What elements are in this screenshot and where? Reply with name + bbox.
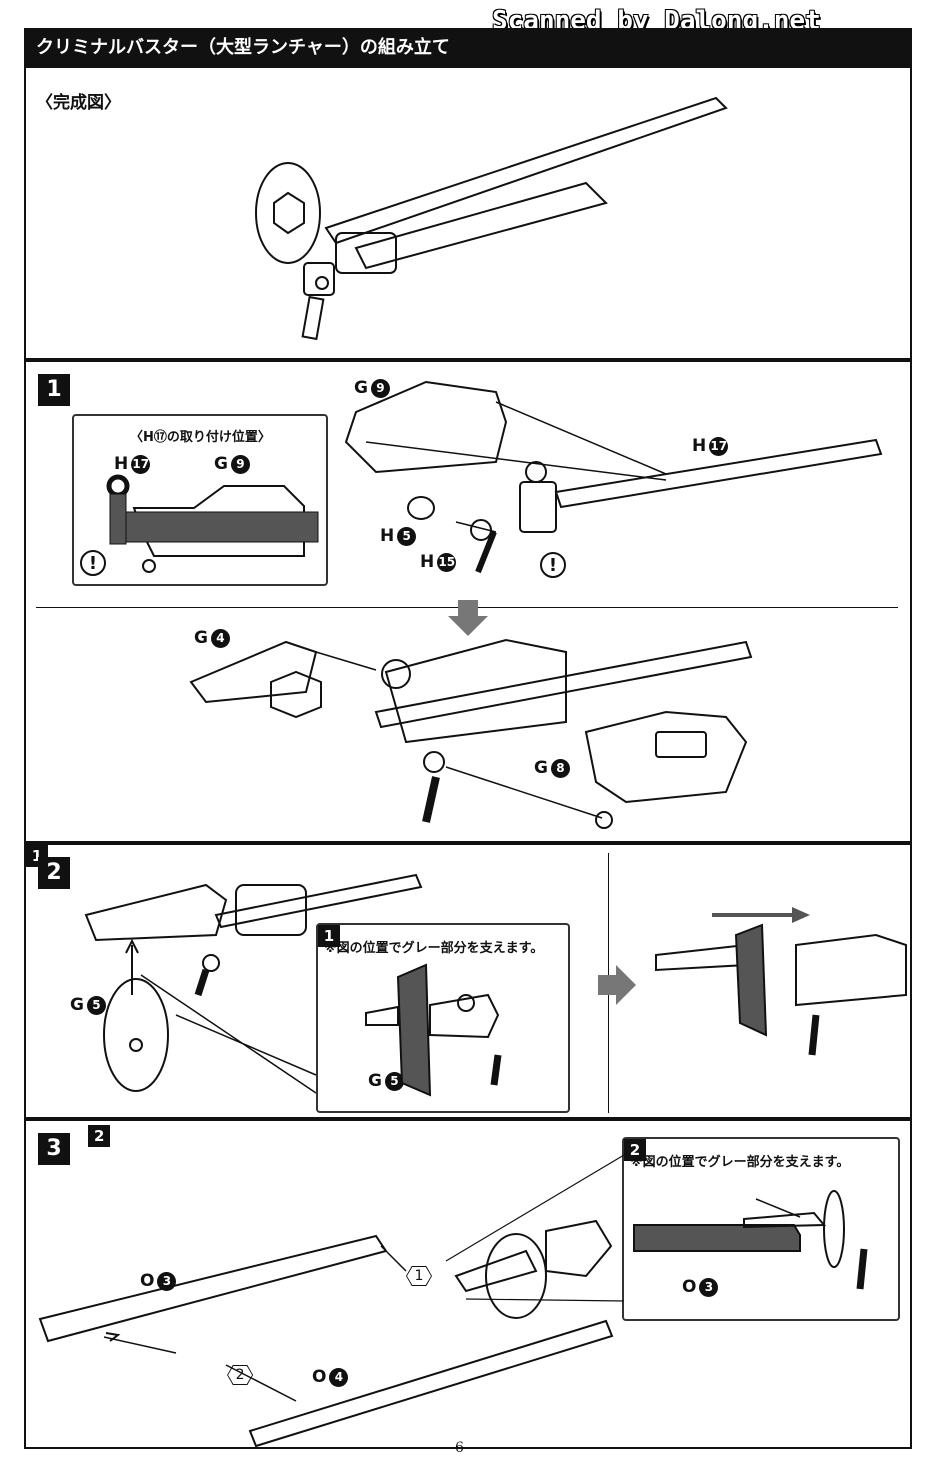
- support-rail-illustration: [633, 1190, 868, 1290]
- inset-frame-illustration: [106, 474, 319, 573]
- completed-label: 〈完成図〉: [36, 93, 121, 113]
- step-ref-badge-2: 2: [624, 1139, 646, 1161]
- warning-icon: !: [80, 550, 106, 576]
- callout-lines: [445, 1154, 625, 1302]
- support-note: ※図の位置でグレー部分を支えます。: [630, 1155, 850, 1170]
- step3-main-illustration: [38, 1219, 614, 1448]
- completed-panel: 〈完成図〉: [24, 68, 912, 360]
- step-ref-badge-2: 2: [88, 1125, 111, 1147]
- step-number-2: 2: [38, 857, 70, 889]
- step1-lower-illustration: [189, 638, 753, 829]
- slide-direction-arrow-icon: [712, 907, 810, 923]
- step-ref-badge-1: 1: [318, 925, 340, 947]
- down-arrow-icon: [448, 600, 488, 636]
- step-number-1: 1: [38, 374, 70, 406]
- page-title: クリミナルバスター（大型ランチャー）の組み立て: [24, 28, 912, 68]
- inset-title: 〈H⑰の取り付け位置〉: [130, 430, 271, 445]
- right-arrow-icon: [598, 965, 636, 1005]
- warning-icon: !: [540, 552, 566, 578]
- support-grip-illustration: [365, 963, 502, 1097]
- step-number-3: 3: [38, 1133, 70, 1165]
- completed-launcher-illustration: [255, 96, 728, 341]
- step2-main-illustration: [84, 873, 423, 1094]
- page-number: 6: [455, 1440, 464, 1456]
- support-note: ※図の位置でグレー部分を支えます。: [324, 941, 544, 956]
- step2-result-illustration: [655, 923, 907, 1056]
- step1-upper-illustration: [344, 380, 883, 574]
- order-marker-1: 1: [406, 1266, 432, 1286]
- order-marker-2: 2: [227, 1365, 254, 1385]
